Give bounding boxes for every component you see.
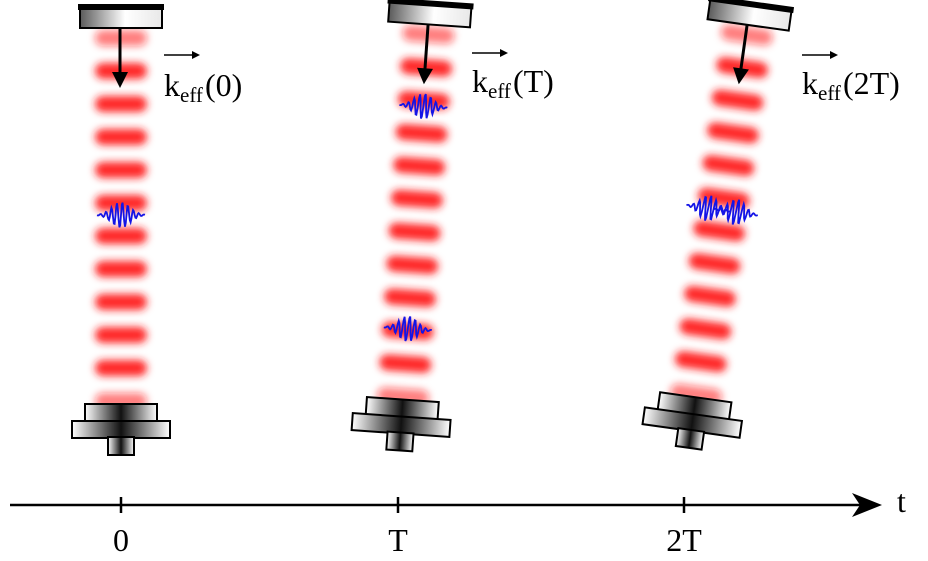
k-eff-arrowhead: [417, 67, 434, 85]
tick-label-T: T: [388, 522, 408, 558]
k-argument: (2T): [843, 65, 900, 101]
time-axis: t 0 T 2T: [10, 483, 906, 558]
k-symbol: k: [472, 63, 488, 99]
k-argument: (0): [205, 67, 242, 103]
top-mirror-edge: [387, 0, 474, 10]
lattice-fringe: [395, 123, 448, 143]
vector-overarrow-head: [500, 49, 508, 57]
lattice-fringe: [693, 220, 745, 242]
lattice-fringe: [688, 253, 741, 275]
wavepacket-group: [686, 195, 759, 225]
lattice-fringe: [95, 294, 147, 310]
k-eff-label-0: keff(0): [164, 51, 242, 107]
atom-wavepacket: [96, 202, 146, 228]
bottom-mirror-mount: [71, 403, 171, 456]
lattice-fringe: [95, 360, 147, 376]
mount-upper-plate: [84, 403, 158, 423]
tick-label-2T: 2T: [666, 522, 702, 558]
tick-label-0: 0: [113, 522, 129, 558]
k-eff-arrowhead: [112, 72, 128, 88]
svg-text:keff(T): keff(T): [472, 63, 554, 103]
lattice-fringe: [379, 354, 432, 373]
bottom-mirror-mount: [641, 391, 744, 451]
lattice-fringe: [388, 222, 441, 242]
bottom-mirror-mount: [350, 395, 452, 453]
top-mirror-edge: [78, 4, 164, 10]
atom-wavepacket: [383, 316, 433, 342]
vector-overarrow-head: [830, 51, 838, 59]
lattice-fringe: [684, 285, 736, 307]
lattice-fringe: [95, 228, 147, 244]
k-eff-arrow: [738, 24, 749, 75]
lattice-fringe: [95, 96, 147, 112]
mount-lower-plate: [71, 420, 171, 439]
wavepacket-group: [383, 93, 448, 342]
lattice-fringe: [95, 195, 147, 211]
mount-stem: [107, 436, 135, 456]
lattice-fringe: [95, 327, 147, 343]
svg-text:keff(0): keff(0): [164, 67, 242, 107]
k-subscript: eff: [488, 79, 511, 103]
lattice-fringe: [711, 89, 764, 111]
lattice-fringe: [707, 122, 759, 144]
optical-lattice-beam: [95, 30, 147, 409]
k-eff-label-2T: keff(2T): [802, 51, 900, 105]
panel-tT: [350, 0, 474, 453]
top-mirror: [79, 7, 163, 29]
k-eff-arrowhead: [733, 67, 749, 85]
k-subscript: eff: [818, 81, 841, 105]
time-axis-label: t: [897, 483, 906, 519]
optical-lattice-beam: [377, 25, 455, 406]
k-symbol: k: [164, 67, 180, 103]
lattice-fringe: [702, 155, 755, 177]
lattice-fringe: [95, 129, 147, 145]
k-subscript: eff: [180, 83, 203, 107]
mount-stem: [385, 430, 415, 453]
k-symbol: k: [802, 65, 818, 101]
vector-overarrow-head: [192, 51, 200, 59]
lattice-fringe: [393, 156, 446, 176]
mount-stem: [674, 427, 706, 451]
atom-wavepacket: [399, 93, 448, 119]
lattice-fringe: [95, 261, 147, 277]
lattice-fringe: [384, 288, 436, 308]
k-argument: (T): [513, 63, 554, 99]
k-eff-label-T: keff(T): [472, 49, 554, 103]
panel-t2T: [641, 0, 795, 451]
lattice-fringe: [95, 162, 147, 178]
lattice-fringe: [679, 318, 732, 340]
time-axis-arrowhead: [852, 493, 882, 517]
lattice-fringe: [674, 351, 727, 373]
svg-text:keff(2T): keff(2T): [802, 65, 900, 105]
lattice-fringe: [390, 189, 443, 209]
wavepacket-group: [96, 202, 146, 228]
panel-t0: [71, 4, 171, 456]
optical-lattice-beam: [670, 24, 773, 405]
k-eff-arrow: [423, 24, 430, 75]
top-mirror-edge: [708, 0, 795, 14]
lattice-fringe: [386, 255, 439, 275]
atom-wavepacket: [713, 199, 759, 225]
